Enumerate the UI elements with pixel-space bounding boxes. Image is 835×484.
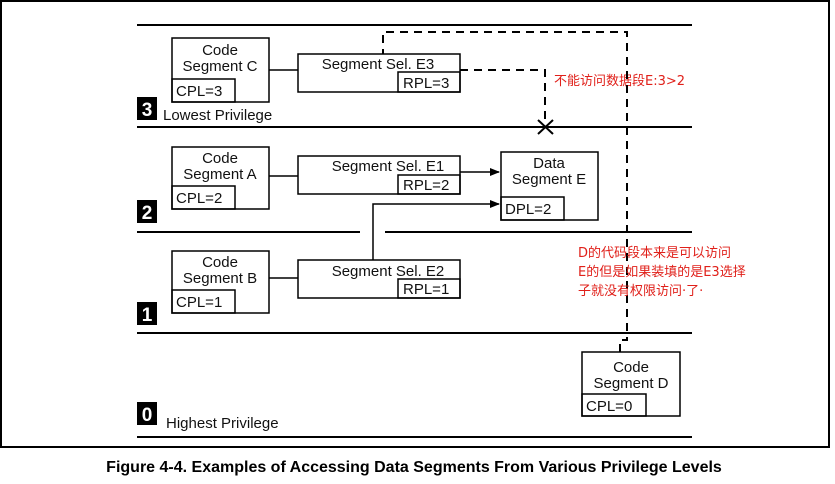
selector-e2: Segment Sel. E2 RPL=1 [297, 259, 461, 299]
highest-privilege-label: Highest Privilege [166, 415, 279, 432]
ring-2-badge: 2 [137, 200, 157, 224]
figure-frame [0, 0, 830, 448]
data-segment-e-title2: Segment E [512, 171, 586, 188]
code-segment-a-title1: Code [202, 150, 238, 167]
ring-1-number: 1 [142, 305, 153, 326]
selector-e1-rpl: RPL=2 [403, 177, 449, 194]
e2-to-e-arrow [372, 200, 500, 260]
note-line-3: 子就没有权限访问·了· [578, 283, 703, 299]
selector-e3: Segment Sel. E3 RPL=3 [297, 53, 461, 93]
code-segment-b-cpl: CPL=1 [176, 294, 222, 311]
code-segment-b-title2: Segment B [183, 270, 257, 287]
ring-3-number: 3 [142, 100, 153, 121]
code-segment-c-cpl: CPL=3 [176, 83, 222, 100]
code-segment-a-title2: Segment A [183, 166, 256, 183]
selector-e3-rpl: RPL=3 [403, 75, 449, 92]
code-segment-d: Code Segment D CPL=0 [581, 351, 681, 417]
code-segment-c-title2: Segment C [182, 58, 257, 75]
code-segment-c-title1: Code [202, 42, 238, 59]
access-denied-x-icon [537, 119, 554, 135]
data-segment-e: Data Segment E DPL=2 [500, 151, 599, 221]
figure-caption: Figure 4-4. Examples of Accessing Data S… [106, 459, 722, 476]
note-line-2: E的但是如果装填的是E3选择 [578, 264, 746, 280]
ring-0-badge: 0 [137, 402, 157, 426]
code-segment-c: Code Segment C CPL=3 [171, 37, 270, 103]
code-segment-b-title1: Code [202, 254, 238, 271]
data-segment-e-dpl: DPL=2 [505, 201, 551, 218]
code-segment-b: Code Segment B CPL=1 [171, 250, 270, 314]
code-segment-a-cpl: CPL=2 [176, 190, 222, 207]
selector-e3-title: Segment Sel. E3 [322, 56, 435, 73]
ring-2-number: 2 [142, 203, 153, 224]
d-to-e3-dashed-path [382, 31, 628, 352]
code-segment-d-title1: Code [613, 359, 649, 376]
note-line-1: D的代码段本来是可以访问 [578, 245, 731, 261]
code-segment-a: Code Segment A CPL=2 [171, 146, 270, 210]
denied-annotation: 不能访问数据段E:3>2 [554, 74, 685, 89]
selector-e1: Segment Sel. E1 RPL=2 [297, 155, 461, 195]
ring-3-badge: 3 [137, 97, 157, 121]
e3-denied-path [460, 69, 546, 120]
lowest-privilege-label: Lowest Privilege [163, 107, 272, 124]
selector-e1-title: Segment Sel. E1 [332, 158, 445, 175]
selector-e2-title: Segment Sel. E2 [332, 263, 445, 280]
code-segment-d-cpl: CPL=0 [586, 398, 632, 415]
ring-0-number: 0 [142, 405, 153, 426]
selector-e2-rpl: RPL=1 [403, 281, 449, 298]
data-segment-e-title1: Data [533, 155, 565, 172]
ring-1-badge: 1 [137, 302, 157, 326]
code-segment-d-title2: Segment D [593, 375, 668, 392]
